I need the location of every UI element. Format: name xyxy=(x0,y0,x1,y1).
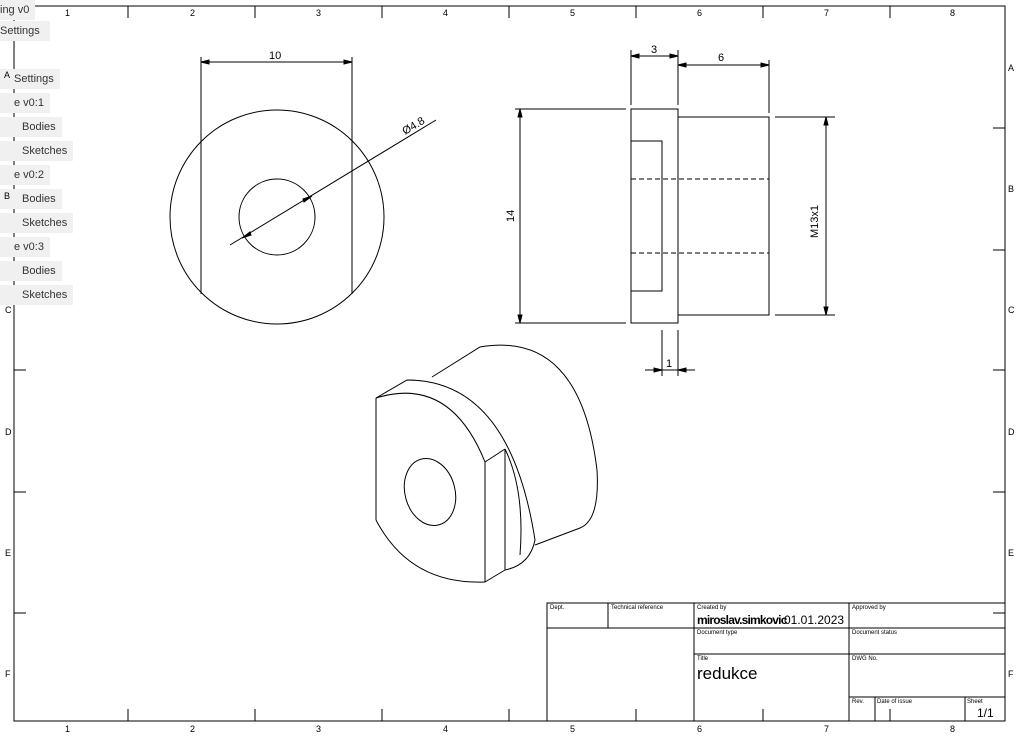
svg-text:3: 3 xyxy=(651,44,657,56)
svg-text:F: F xyxy=(1008,669,1014,679)
tree-component-1[interactable]: e v0:1 xyxy=(0,93,50,113)
tree-bodies[interactable]: Bodies xyxy=(0,117,62,137)
sheet-number: 1/1 xyxy=(977,706,994,720)
zone-labels: 1 2 3 4 5 6 7 8 1 2 3 4 5 6 7 8 A B C D E F xyxy=(65,8,1015,734)
svg-text:6: 6 xyxy=(697,8,702,18)
svg-text:M13x1: M13x1 xyxy=(809,205,821,238)
svg-text:4: 4 xyxy=(443,8,448,18)
tree-bodies[interactable]: Bodies xyxy=(0,189,62,209)
sheet-label: Sheet xyxy=(967,699,983,705)
svg-text:14: 14 xyxy=(505,210,517,222)
svg-text:1: 1 xyxy=(65,724,70,734)
svg-text:E: E xyxy=(1008,548,1014,558)
svg-text:6: 6 xyxy=(718,52,724,64)
created-date: 01.01.2023 xyxy=(784,613,845,627)
tree-sketches[interactable]: Sketches xyxy=(0,213,74,233)
svg-text:7: 7 xyxy=(824,724,829,734)
tree-component-2[interactable]: e v0:2 xyxy=(0,165,50,185)
svg-text:B: B xyxy=(1008,184,1014,194)
front-view[interactable]: 10 Ø4.8 xyxy=(169,50,437,325)
svg-text:1: 1 xyxy=(65,8,70,18)
date-issue-label: Date of issue xyxy=(877,699,913,705)
tree-bodies[interactable]: Bodies xyxy=(0,261,62,281)
tech-ref-label: Technical reference xyxy=(611,605,664,611)
title-block-lines xyxy=(546,602,1005,721)
dwg-no-label: DWG No. xyxy=(852,656,878,662)
svg-text:A: A xyxy=(1008,63,1014,73)
side-view[interactable]: 14 3 6 M13x1 1 xyxy=(505,44,835,376)
created-by: miroslav.simkovic xyxy=(697,613,787,627)
svg-text:Ø4.8: Ø4.8 xyxy=(400,115,427,138)
zone-ticks xyxy=(14,6,1005,721)
rev-label: Rev. xyxy=(852,699,864,705)
svg-text:8: 8 xyxy=(950,724,955,734)
approved-by-label: Approved by xyxy=(852,605,886,611)
tree-sketches[interactable]: Sketches xyxy=(0,141,74,161)
sheet-border xyxy=(13,5,1006,722)
tree-drawing-root[interactable]: ing v0 xyxy=(0,0,36,20)
svg-text:D: D xyxy=(1008,427,1015,437)
svg-text:5: 5 xyxy=(570,724,575,734)
doc-type-label: Document type xyxy=(697,630,738,636)
svg-text:10: 10 xyxy=(269,50,281,62)
tree-component-3[interactable]: e v0:3 xyxy=(0,237,50,257)
svg-text:1: 1 xyxy=(666,358,672,370)
svg-text:5: 5 xyxy=(570,8,575,18)
doc-status-label: Document status xyxy=(852,630,898,636)
svg-text:8: 8 xyxy=(950,8,955,18)
tree-sketches[interactable]: Sketches xyxy=(0,285,74,305)
svg-text:6: 6 xyxy=(697,724,702,734)
created-by-label: Created by xyxy=(697,605,727,611)
title-label: Title xyxy=(697,656,709,662)
svg-text:2: 2 xyxy=(190,724,195,734)
dept-label: Dept. xyxy=(550,605,565,611)
tree-settings[interactable]: Settings xyxy=(0,69,60,89)
svg-text:4: 4 xyxy=(443,724,448,734)
svg-text:3: 3 xyxy=(316,8,321,18)
svg-text:C: C xyxy=(1008,305,1015,315)
drawing-title: redukce xyxy=(697,664,758,683)
isometric-view[interactable] xyxy=(375,344,598,583)
svg-text:7: 7 xyxy=(824,8,829,18)
tree-settings[interactable]: Settings xyxy=(0,21,50,41)
svg-text:3: 3 xyxy=(316,724,321,734)
svg-text:2: 2 xyxy=(190,8,195,18)
